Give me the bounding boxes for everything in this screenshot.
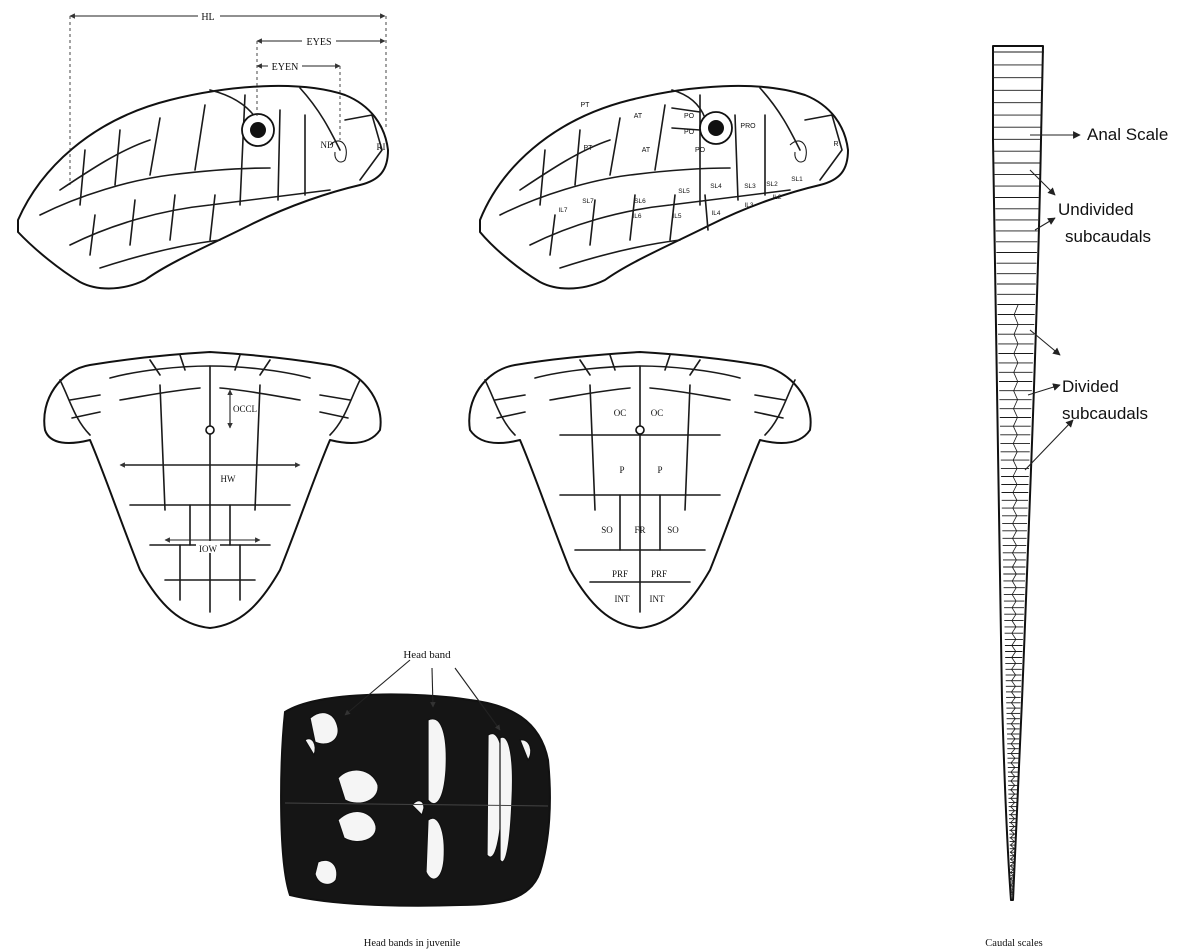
label-p-left: P <box>619 465 624 475</box>
label-int-right: INT <box>650 594 665 604</box>
label-prf-right: PRF <box>651 569 667 579</box>
label-il2: IL2 <box>772 194 781 201</box>
label-undivided-line2: subcaudals <box>1065 227 1151 246</box>
label-il3: IL3 <box>744 202 753 209</box>
label-anal-scale: Anal Scale <box>1087 125 1168 144</box>
label-il7: IL7 <box>558 207 567 214</box>
label-divided-line2: subcaudals <box>1062 404 1148 423</box>
label-po-bottom: PO <box>695 147 706 154</box>
label-pt-lower: PT <box>584 145 594 152</box>
label-sl3: SL3 <box>744 183 756 190</box>
label-nd: ND <box>321 140 334 150</box>
dorsal-head-labelled: OC OC P P SO FR SO PRF PRF INT INT <box>469 352 810 628</box>
label-r: R <box>833 141 838 148</box>
lateral-head-measured: HL EYES EYEN ND RI <box>18 9 388 289</box>
label-hl: HL <box>201 12 214 23</box>
label-so-left: SO <box>601 525 613 535</box>
caption-caudal: Caudal scales <box>985 938 1042 949</box>
label-head-band: Head band <box>403 649 451 661</box>
label-oc-right: OC <box>651 408 664 418</box>
lateral-head-labelled: PT PT AT AT PO PO PO PRO R SL1 SL2 SL3 S… <box>480 86 848 289</box>
label-p-right: P <box>657 465 662 475</box>
label-po-top: PO <box>684 113 695 120</box>
label-sl2: SL2 <box>766 181 778 188</box>
label-sl5: SL5 <box>678 188 690 195</box>
label-sl4: SL4 <box>710 183 722 190</box>
caption-juvenile: Head bands in juvenile <box>364 938 461 949</box>
label-at-lower: AT <box>642 147 651 154</box>
label-so-right: SO <box>667 525 679 535</box>
label-int-left: INT <box>615 594 630 604</box>
label-il6: IL6 <box>632 213 641 220</box>
label-at-upper: AT <box>634 113 643 120</box>
label-sl1: SL1 <box>791 176 803 183</box>
caudal-tail: Anal Scale Undivided subcaudals Divided … <box>985 46 1168 949</box>
label-pt-upper: PT <box>581 102 591 109</box>
label-il4: IL4 <box>711 210 720 217</box>
label-eyes: EYES <box>307 37 332 48</box>
dorsal-head-measured: OCCL HW IOW <box>44 352 380 628</box>
label-sl7: SL7 <box>582 198 594 205</box>
label-oc-left: OC <box>614 408 627 418</box>
label-iow: IOW <box>199 544 217 554</box>
label-ri: RI <box>377 142 386 152</box>
juvenile-head: Head band Head bands in juvenile <box>281 649 550 949</box>
label-undivided-line1: Undivided <box>1058 200 1134 219</box>
label-po-mid: PO <box>684 129 695 136</box>
label-il5: IL5 <box>672 213 681 220</box>
label-occl: OCCL <box>233 404 257 414</box>
label-hw: HW <box>221 474 236 484</box>
label-fr: FR <box>634 525 645 535</box>
label-pro: PRO <box>740 123 756 130</box>
label-eyen: EYEN <box>272 62 299 73</box>
label-sl6: SL6 <box>634 198 646 205</box>
label-divided-line1: Divided <box>1062 377 1119 396</box>
label-prf-left: PRF <box>612 569 628 579</box>
